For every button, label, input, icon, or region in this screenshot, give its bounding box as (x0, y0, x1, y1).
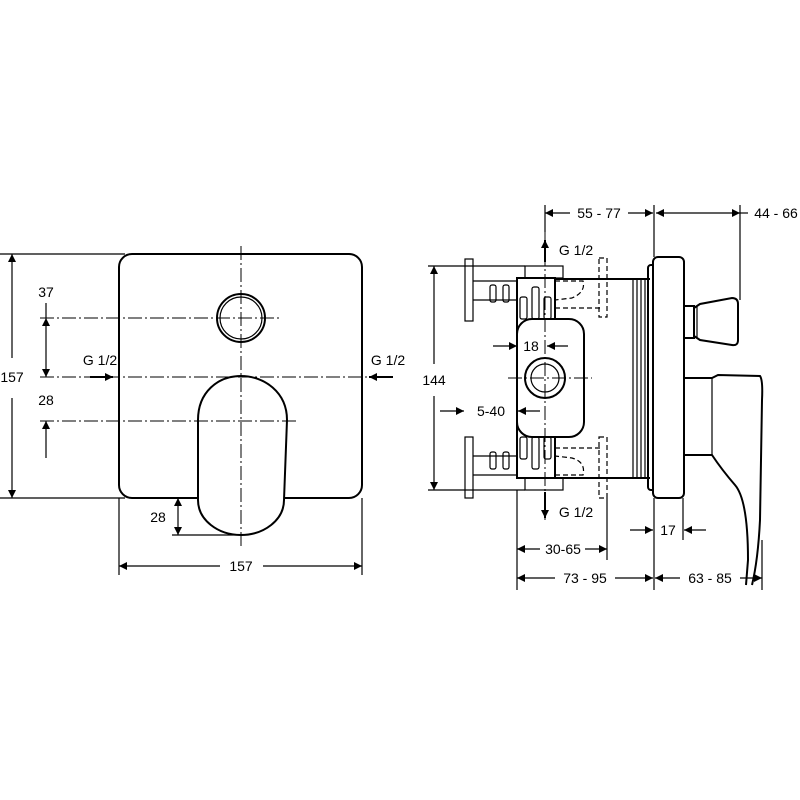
lever-projection-dim-label: 63 - 85 (688, 570, 732, 586)
cover-plate-side (652, 256, 685, 499)
diverter-button-side (684, 296, 739, 347)
threads (632, 279, 646, 478)
button-offset-dim-label: 37 (38, 284, 54, 300)
inlet-left-label: G 1/2 (83, 352, 117, 368)
lever-offset-dim-label: 28 (38, 392, 54, 408)
outlet-bottom-label: G 1/2 (559, 504, 593, 520)
height-dim-label-side: 144 (422, 372, 446, 388)
install-depth-dim-label: 73 - 95 (563, 570, 607, 586)
front-view: 157 37 28 G 1/2 G 1/2 28 157 (0, 246, 405, 575)
valve-housing (516, 318, 585, 438)
mixer-lever (197, 374, 289, 537)
height-dim-label: 157 (0, 369, 24, 385)
outlet-top-label: G 1/2 (559, 242, 593, 258)
pipe-flange-top (464, 258, 474, 322)
mixer-lever-side (684, 373, 764, 586)
button-projection-dim-label: 44 - 66 (754, 205, 798, 221)
body-dim-label: 30-65 (545, 541, 581, 557)
centerlines (40, 246, 392, 546)
offset-dim-label: 5-40 (477, 403, 505, 419)
plate-dim-label: 17 (660, 522, 676, 538)
fitting-dim-label: 18 (523, 338, 539, 354)
pipe-flange-bottom (464, 436, 474, 499)
width-dim-label: 157 (229, 558, 253, 574)
nut-bottom (524, 477, 564, 491)
nut-top (524, 265, 564, 279)
depth-top-dim-label: 55 - 77 (577, 205, 621, 221)
lever-protrusion-dim-label: 28 (150, 509, 166, 525)
mounting-cylinder (555, 278, 650, 479)
side-view: 55 - 77 44 - 66 144 18 5-40 G 1/2 G 1/2 … (422, 205, 798, 590)
inlet-right-label: G 1/2 (371, 352, 405, 368)
